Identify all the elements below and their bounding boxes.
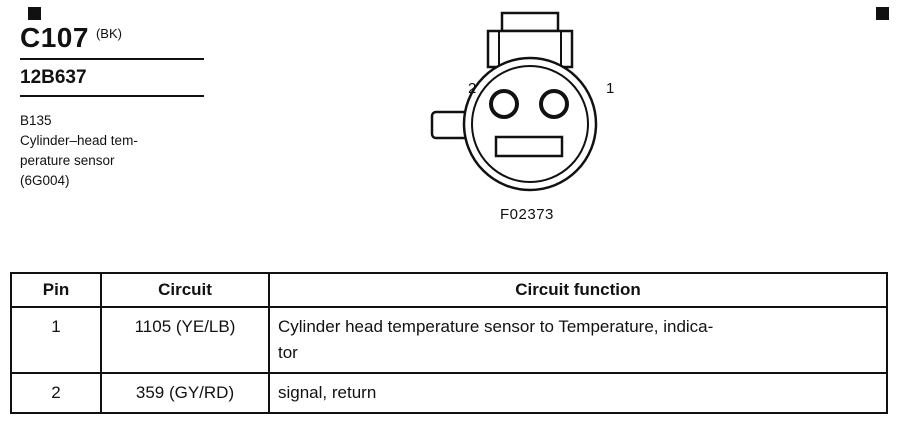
registration-mark-right xyxy=(876,7,889,20)
circuit-function-cell: signal, return xyxy=(268,372,888,414)
circuit-cell: 359 (GY/RD) xyxy=(100,372,270,414)
registration-mark-left xyxy=(28,7,41,20)
table-row: 2 359 (GY/RD) signal, return xyxy=(10,372,888,414)
connector-id-line: C107 (BK) xyxy=(20,22,204,60)
col-header-circuit: Circuit xyxy=(100,272,270,308)
figure-number: F02373 xyxy=(500,206,554,223)
col-header-pin: Pin xyxy=(10,272,102,308)
connector-id-block: C107 (BK) 12B637 B135 Cylinder–head tem- … xyxy=(20,22,204,191)
connector-top-tab-small-icon xyxy=(500,11,560,33)
circuit-function-cell: Cylinder head temperature sensor to Temp… xyxy=(268,306,888,374)
part-number: 12B637 xyxy=(20,60,204,97)
connector-face-drawing-icon xyxy=(430,11,598,192)
pin-1-cavity-icon xyxy=(539,89,569,119)
connector-id: C107 xyxy=(20,22,89,53)
connector-figure: 2 1 F02373 xyxy=(420,6,650,231)
pin-2-cavity-icon xyxy=(489,89,519,119)
pin-cell: 1 xyxy=(10,306,102,374)
pin-2-label: 2 xyxy=(468,80,477,97)
connector-description: B135 Cylinder–head tem- perature sensor … xyxy=(20,113,138,188)
col-header-circuit-function: Circuit function xyxy=(268,272,888,308)
connector-color-code: (BK) xyxy=(95,26,122,41)
table-header-row: Pin Circuit Circuit function xyxy=(10,272,888,308)
connector-inner-ring-icon xyxy=(471,65,589,183)
keyway-slot-icon xyxy=(494,135,564,158)
pin-cell: 2 xyxy=(10,372,102,414)
pin-1-label: 1 xyxy=(606,80,615,97)
pinout-table: Pin Circuit Circuit function 1 1105 (YE/… xyxy=(10,272,888,414)
table-row: 1 1105 (YE/LB) Cylinder head temperature… xyxy=(10,306,888,374)
circuit-cell: 1105 (YE/LB) xyxy=(100,306,270,374)
